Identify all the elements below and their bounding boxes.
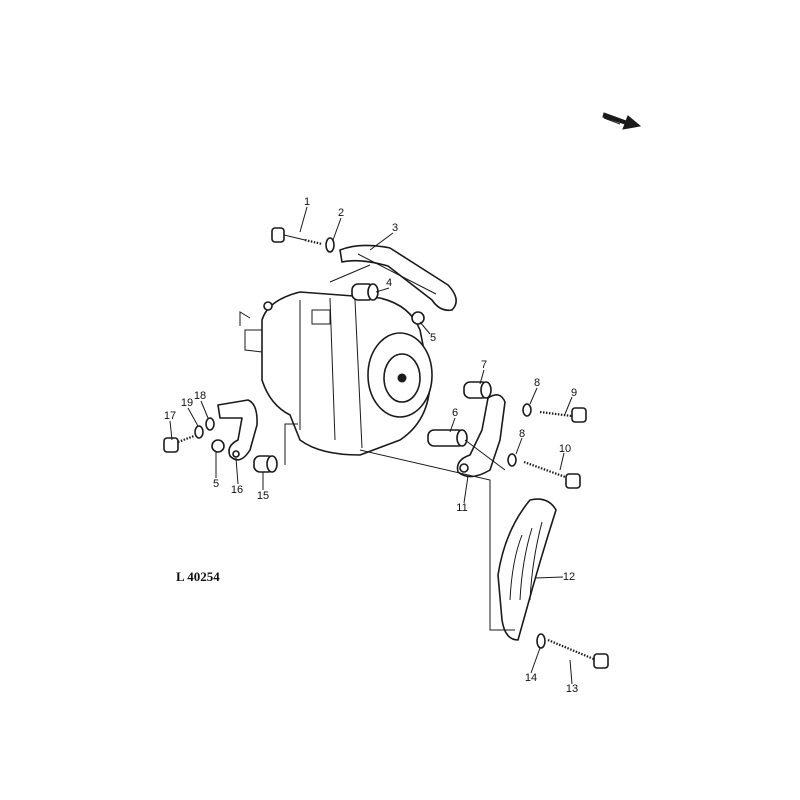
callout-2: 2 <box>338 207 344 219</box>
bolt-10 <box>523 460 581 489</box>
washer-14 <box>536 633 546 649</box>
callout-18: 18 <box>194 390 206 402</box>
callout-10: 10 <box>559 443 571 455</box>
belt-guard-12 <box>497 498 557 641</box>
callout-6: 6 <box>452 407 458 419</box>
bolt-1 <box>271 227 323 246</box>
callout-5-left: 5 <box>213 478 219 490</box>
callout-9: 9 <box>571 387 577 399</box>
bracket-16 <box>217 399 258 461</box>
spacer-15 <box>253 455 278 473</box>
washer-8b <box>507 453 517 467</box>
callout-15: 15 <box>257 490 269 502</box>
adjusting-bracket-3 <box>339 244 457 312</box>
callout-1: 1 <box>304 196 310 208</box>
callout-13: 13 <box>566 683 578 695</box>
forward-arrow-icon <box>602 112 642 130</box>
callout-11: 11 <box>456 502 467 514</box>
spacer-7 <box>463 381 492 399</box>
nut-5-left <box>211 439 225 453</box>
figure-code: L 40254 <box>176 569 220 584</box>
callout-16: 16 <box>231 484 243 496</box>
callout-7: 7 <box>481 359 487 371</box>
callout-5: 5 <box>430 332 436 344</box>
callout-12: 12 <box>563 571 575 583</box>
callout-8b: 8 <box>519 428 525 440</box>
callout-14: 14 <box>525 672 537 684</box>
callout-3: 3 <box>392 222 398 234</box>
washer-8a <box>522 403 532 417</box>
washer-18 <box>205 417 215 431</box>
nut-5-top <box>411 311 425 325</box>
callout-8a: 8 <box>534 377 540 389</box>
bolt-17 <box>163 434 195 453</box>
washer-19 <box>194 425 204 439</box>
washer-2 <box>325 237 335 253</box>
bolt-9 <box>539 407 587 423</box>
spacer-6 <box>427 429 468 447</box>
callout-4: 4 <box>386 277 392 289</box>
bolt-13 <box>547 638 609 669</box>
alternator <box>239 291 433 456</box>
spacer-4 <box>351 283 379 301</box>
callout-17: 17 <box>164 410 176 422</box>
callout-19: 19 <box>181 397 193 409</box>
mounting-bracket-11 <box>456 394 506 478</box>
